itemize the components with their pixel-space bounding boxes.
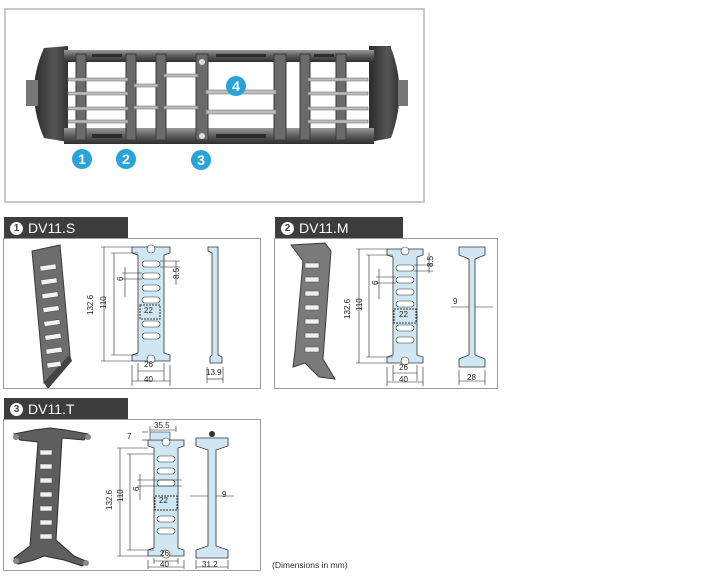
dimensions-footnote: (Dimensions in mm) (272, 560, 348, 570)
dim-inner-height: 110 (99, 296, 108, 309)
dv11s-drawing (31, 244, 224, 388)
dim-inner-height: 110 (116, 489, 125, 502)
dim-bottom-width: 26 (399, 363, 408, 372)
section-number: 3 (10, 402, 23, 416)
dv11s-profile-view (206, 246, 224, 383)
dv11m-front-view (356, 246, 433, 386)
dim-bottom-width: 26 (160, 549, 169, 558)
overview-frame: 1 2 3 4 (4, 8, 425, 203)
panel-dv11s: 132.6 110 6 8.5 22 26 40 13.9 (3, 238, 261, 389)
dim-slot-pitch: 6 (371, 280, 380, 285)
dim-top-width: 35.5 (154, 421, 170, 430)
dim-overall-width: 40 (399, 375, 408, 384)
dim-total-height: 132.6 (86, 294, 95, 315)
dim-center: 22 (399, 310, 408, 319)
cable-carrier-illustration (26, 46, 408, 144)
section-number: 2 (281, 221, 294, 235)
dv11t-front-view (117, 426, 185, 569)
dim-overall-width: 40 (160, 560, 169, 569)
section-number: 1 (10, 221, 23, 235)
dim-web-width: 9 (453, 297, 458, 306)
dim-slot-top: 8.5 (172, 267, 181, 279)
section-title: DV11.T (28, 401, 75, 417)
dv11s-photo (31, 244, 72, 388)
panel-dv11t: 7 35.5 132.6 110 6 22 26 40 9 31.2 (3, 419, 261, 571)
dv11t-photo (12, 427, 91, 567)
dv11m-drawing (290, 242, 493, 386)
dim-center: 22 (159, 496, 168, 505)
dim-profile-width: 31.2 (202, 560, 218, 569)
dim-bottom-width: 26 (144, 360, 153, 369)
dv11s-front-view (101, 244, 180, 386)
dim-total-height: 132.6 (343, 298, 352, 319)
section-title: DV11.S (28, 220, 76, 236)
dim-profile-width: 28 (467, 373, 476, 382)
section-title: DV11.M (299, 220, 349, 236)
dv11t-drawing (12, 426, 234, 569)
dim-slot-top: 8.5 (426, 255, 435, 267)
dim-inner-height: 110 (355, 298, 364, 311)
dv11t-profile-view (190, 431, 234, 569)
dim-center: 22 (144, 306, 153, 315)
dim-total-height: 132.6 (105, 489, 114, 510)
section-tab-dv11s: 1 DV11.S (4, 217, 128, 239)
dim-slot-pitch: 6 (116, 276, 125, 281)
callout-badge-2: 2 (116, 149, 136, 169)
dim-overall-width: 40 (144, 375, 153, 384)
dim-profile-width: 13.9 (206, 368, 222, 377)
dv11m-photo (290, 242, 336, 380)
section-tab-dv11t: 3 DV11.T (4, 398, 128, 420)
panel-dv11m: 132.6 110 6 8.5 22 26 40 9 28 (274, 238, 498, 389)
dim-slot-pitch: 6 (132, 486, 141, 491)
section-tab-dv11m: 2 DV11.M (275, 217, 403, 239)
callout-badge-4: 4 (226, 76, 246, 96)
dim-web-width: 9 (222, 490, 227, 499)
callout-badge-3: 3 (191, 150, 211, 170)
dv11m-profile-view (451, 246, 493, 385)
callout-badge-1: 1 (72, 149, 92, 169)
dim-top-offset: 7 (127, 432, 132, 441)
